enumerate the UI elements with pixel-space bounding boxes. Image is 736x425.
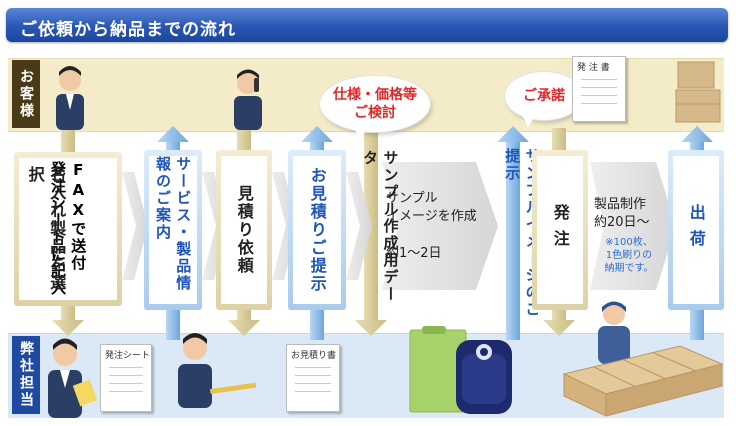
staff-person-2 — [178, 333, 257, 408]
page-title: ご依頼から納品までの流れ — [20, 20, 236, 40]
order-sheet-title: 発注シート — [105, 351, 151, 361]
step-fax-text: FAXで送付 発注シートに記入 — [49, 161, 88, 297]
chevron-4 — [346, 172, 372, 280]
step-service-text: サービス・製品情報のご案内 — [154, 156, 193, 292]
customer-person-2 — [234, 69, 262, 130]
step-sample-make-text: サンプル イメージを作成 — [386, 191, 477, 225]
production-boxes-image — [562, 345, 724, 417]
spec-bubble: 仕様・価格等 ご検討 — [320, 76, 430, 132]
purchase-order-doc: 発 注 書 — [572, 56, 626, 122]
staff-person-1 — [48, 338, 98, 418]
chevron-1 — [122, 172, 148, 280]
estimate-title: お見積り書 — [291, 351, 337, 361]
customer-label: お客様 — [12, 60, 40, 128]
spec-bubble-tail — [354, 126, 368, 142]
step-estimate-request: 見積り依頼 — [216, 150, 272, 310]
step-estimate-present: お見積りご提示 — [288, 150, 346, 310]
up-arrow-3 — [497, 126, 529, 340]
order-sheet-doc: 発注シート — [100, 344, 152, 412]
step-estimate-request-text: 見積り依頼 — [234, 185, 254, 275]
step-order: 発注 — [532, 150, 588, 310]
step-select: FAXで送付 発注シートに記入 — [14, 152, 122, 306]
staff-label: 弊社担当 — [12, 336, 40, 414]
step-sample-days-text: 約1～2日 — [386, 246, 442, 261]
estimate-doc: お見積り書 — [286, 344, 340, 412]
approve-bubble-tail — [522, 114, 536, 128]
step-service: サービス・製品情報のご案内 — [144, 150, 202, 310]
title-bar: ご依頼から納品までの流れ — [6, 8, 728, 42]
step-shipping-text: 出荷 — [686, 204, 706, 256]
customer-person-1 — [56, 66, 84, 130]
chevron-5 — [590, 162, 676, 290]
sample-bag-image — [456, 340, 512, 414]
step-estimate-present-text: お見積りご提示 — [307, 167, 327, 293]
sample-chevron — [382, 162, 498, 290]
step-production-text: 製品制作 約20日～ — [594, 197, 650, 230]
step-order-text: 発注 — [550, 204, 570, 256]
purchase-order-title: 発 注 書 — [577, 63, 610, 73]
step-shipping: 出荷 — [668, 150, 724, 310]
approve-bubble: ご承諾 — [505, 72, 583, 120]
shipping-boxes-image — [675, 61, 721, 123]
step-sample-data-text: サンプル作成用データ — [361, 150, 400, 303]
step-select-text: 名入れ製品を選択 — [25, 166, 67, 292]
sample-folder-image — [409, 326, 467, 413]
staff-person-3 — [598, 301, 630, 364]
step-production-note: ※100枚、 1色刷りの 納期です。 — [604, 237, 654, 274]
